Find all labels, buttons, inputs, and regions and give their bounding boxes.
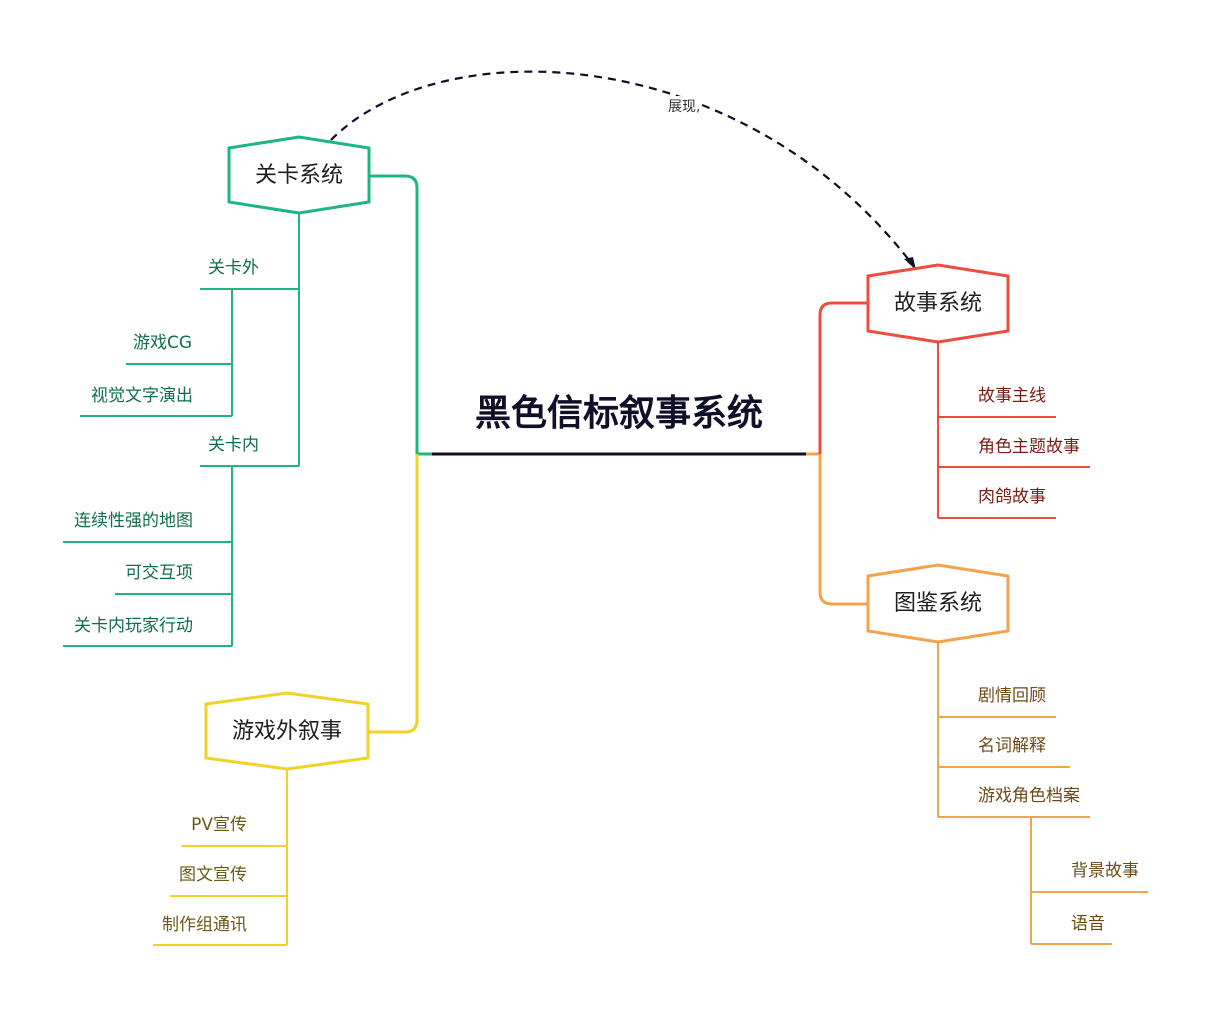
- subtopic-outside-graphic[interactable]: 图文宣传: [179, 865, 247, 885]
- subtopic-level-map[interactable]: 连续性强的地图: [74, 511, 193, 531]
- subtopic-codex-recap[interactable]: 剧情回顾: [978, 686, 1046, 706]
- topic-outside-shape[interactable]: [204, 691, 370, 771]
- topic-codex-shape[interactable]: [866, 563, 1010, 644]
- subtopic-codex-profiles[interactable]: 游戏角色档案: [978, 786, 1080, 806]
- relation-label: 展现,: [668, 96, 701, 116]
- topic-level-label[interactable]: 关卡系统: [254, 163, 344, 188]
- connector-codex: [818, 454, 868, 606]
- subtopic-outside-newsletter[interactable]: 制作组通讯: [162, 915, 247, 935]
- topic-story-label[interactable]: 故事系统: [893, 291, 983, 316]
- subtopic-outside-pv[interactable]: PV宣传: [191, 815, 247, 835]
- subtopic-level-interactables[interactable]: 可交互项: [125, 563, 193, 583]
- topic-outside-label[interactable]: 游戏外叙事: [231, 719, 343, 744]
- subtopic-codex-voice[interactable]: 语音: [1071, 914, 1105, 934]
- subtopic-story-main[interactable]: 故事主线: [978, 386, 1046, 406]
- subtopic-level-visual-text[interactable]: 视觉文字演出: [91, 386, 193, 406]
- level-subtree: [63, 213, 300, 647]
- subtopic-codex-background[interactable]: 背景故事: [1071, 861, 1139, 881]
- connector-story: [818, 301, 868, 454]
- codex-subtree: [937, 642, 1148, 945]
- subtopic-story-roguelike[interactable]: 肉鸽故事: [978, 487, 1046, 507]
- central-topic-title[interactable]: 黑色信标叙事系统: [474, 393, 764, 434]
- subtopic-level-player-actions[interactable]: 关卡内玩家行动: [74, 616, 193, 636]
- outside-subtree: [153, 769, 288, 946]
- topic-story-shape[interactable]: [866, 263, 1010, 344]
- relation-arrow: [330, 70, 913, 265]
- subtopic-story-character[interactable]: 角色主题故事: [978, 437, 1080, 457]
- subtopic-codex-glossary[interactable]: 名词解释: [978, 736, 1046, 756]
- relation-arrowhead: [904, 257, 916, 270]
- story-subtree: [937, 342, 1090, 519]
- subtopic-level-inside[interactable]: 关卡内: [208, 435, 259, 455]
- topic-codex-label[interactable]: 图鉴系统: [893, 591, 983, 616]
- connector-level: [368, 174, 419, 454]
- subtopic-level-outside[interactable]: 关卡外: [208, 258, 259, 278]
- connector-outside: [368, 454, 419, 734]
- topic-level-shape[interactable]: [227, 135, 371, 215]
- subtopic-level-cg[interactable]: 游戏CG: [132, 333, 192, 353]
